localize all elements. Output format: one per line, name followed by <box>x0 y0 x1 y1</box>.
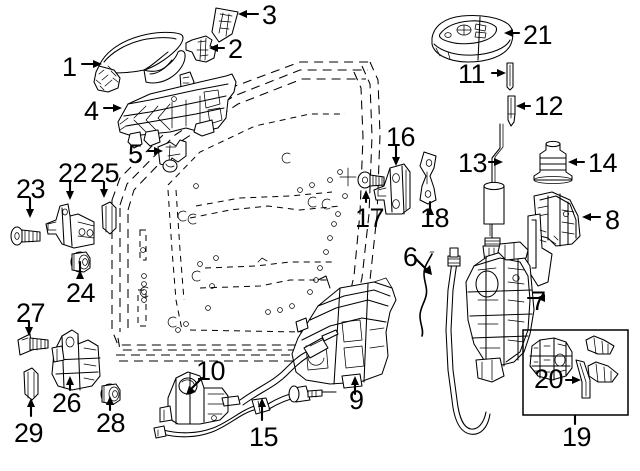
part-10-central-locking-actuator <box>159 371 241 425</box>
callout-23: 23 <box>16 174 46 204</box>
callout-9: 9 <box>349 385 364 415</box>
callout-6: 6 <box>403 242 418 272</box>
callout-3: 3 <box>262 0 277 30</box>
callout-15: 15 <box>249 422 279 452</box>
part-17-mounting-bolt <box>357 171 385 189</box>
leader-lines <box>25 10 602 426</box>
part-8-lock-striker-bracket <box>527 191 581 287</box>
callout-25: 25 <box>90 158 120 188</box>
inset-allen-key <box>575 359 591 399</box>
door-shell-outline <box>111 61 381 362</box>
inset-cone-cap-lower <box>587 361 619 383</box>
callout-13: 13 <box>458 148 488 178</box>
part-22-door-check-strap-bracket <box>45 203 95 249</box>
part-4-handle-carrier-bracket <box>117 73 237 149</box>
callout-4: 4 <box>84 96 99 126</box>
inset-detail-box <box>522 329 629 425</box>
callout-7: 7 <box>531 286 546 316</box>
callout-28: 28 <box>96 408 126 438</box>
callout-24: 24 <box>66 278 96 308</box>
callout-26: 26 <box>52 388 82 418</box>
callout-5: 5 <box>128 139 143 169</box>
part-7-door-lock-assembly <box>445 241 535 435</box>
part-27-countersunk-screw <box>17 333 49 356</box>
part-15-bowden-release-cable <box>153 329 339 439</box>
part-12-lock-cylinder-pin <box>507 95 516 127</box>
part-11-retaining-pin <box>506 62 514 91</box>
callout-29: 29 <box>14 418 44 448</box>
callout-12: 12 <box>534 91 564 121</box>
callout-16: 16 <box>386 122 416 152</box>
part-25-oval-grommet-plug <box>101 201 117 235</box>
part-9-lower-reinforcement-panel <box>291 275 397 389</box>
part-23-flange-head-bolt <box>10 226 41 246</box>
callout-17: 17 <box>355 203 385 233</box>
callout-22: 22 <box>58 158 88 188</box>
callout-2: 2 <box>228 34 243 64</box>
part-1-outside-door-handle <box>93 7 239 93</box>
callout-19: 19 <box>562 422 592 452</box>
callout-27: 27 <box>16 298 46 328</box>
part-3-handle-end-cap <box>211 7 239 43</box>
callout-1: 1 <box>62 52 77 82</box>
part-16-door-check-bracket <box>373 163 411 215</box>
part-2-handle-clip <box>185 35 217 63</box>
callout-21: 21 <box>523 20 553 50</box>
callout-20: 20 <box>534 364 564 394</box>
callout-18: 18 <box>420 203 450 233</box>
inset-cone-cap-upper <box>585 335 615 355</box>
callout-8: 8 <box>605 205 620 235</box>
callout-14: 14 <box>588 148 618 178</box>
part-5-handle-bearing-bracket <box>157 139 187 173</box>
callout-11: 11 <box>458 59 486 89</box>
part-26-door-hinge-bracket <box>51 329 101 391</box>
inset-lock-cylinder-housing <box>529 337 573 381</box>
callout-10: 10 <box>196 356 226 386</box>
part-29-oval-blanking-plug <box>23 367 39 401</box>
part-21-remote-key-fob <box>431 14 514 63</box>
part-18-lock-lever-plate <box>419 151 437 205</box>
part-14-rubber-grommet-boot <box>533 140 573 184</box>
